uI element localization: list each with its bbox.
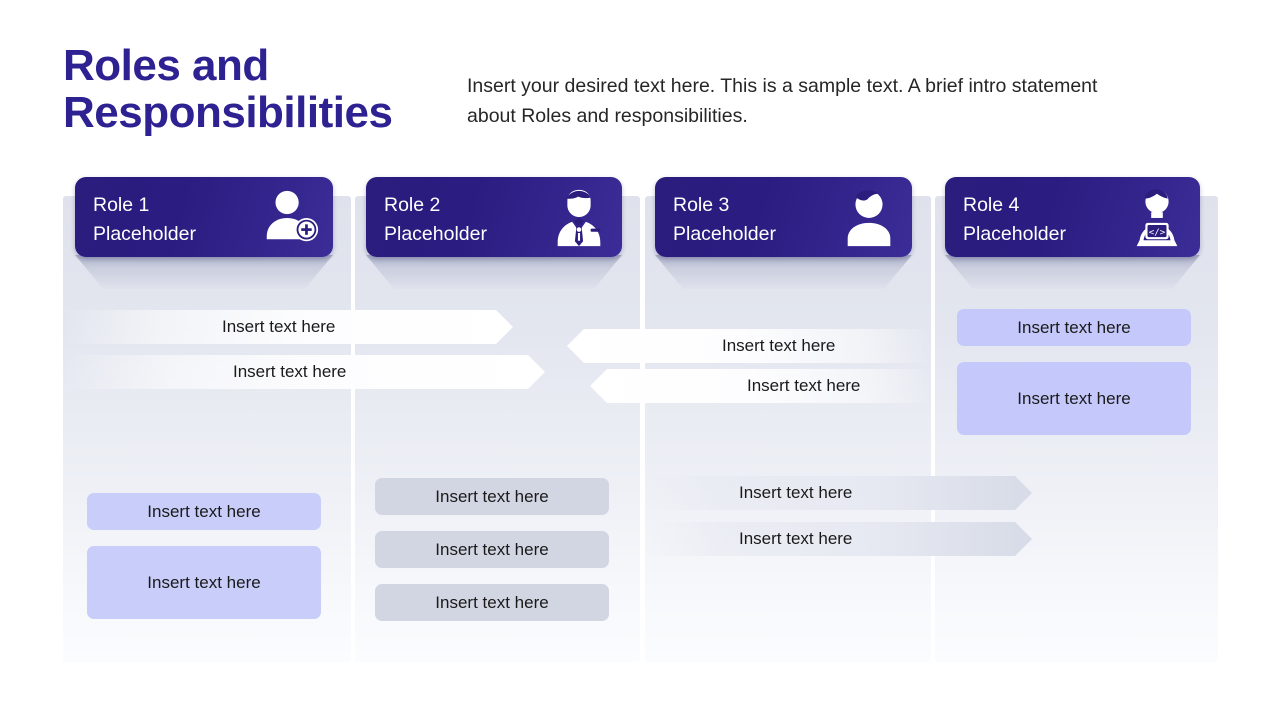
role-card-shadow-4 bbox=[945, 255, 1200, 289]
arrow-label: Insert text here bbox=[739, 483, 853, 502]
pill-item-role2-1[interactable]: Insert text here bbox=[375, 478, 609, 515]
role-header-label-1: Role 1 Placeholder bbox=[93, 194, 196, 245]
role-header-card-2[interactable]: Role 2 Placeholder bbox=[366, 177, 622, 257]
developer-laptop-code-icon: </> bbox=[1126, 186, 1188, 248]
pill-item-role1-3[interactable]: Insert text here bbox=[87, 493, 321, 530]
role-card-shadow-3 bbox=[655, 255, 912, 289]
arrow-item-role3-4[interactable]: Insert text here bbox=[645, 522, 1032, 556]
businessman-tie-icon bbox=[548, 186, 610, 248]
pill-item-role2-2[interactable]: Insert text here bbox=[375, 531, 609, 568]
pill-item-role4-1[interactable]: Insert text here bbox=[957, 309, 1191, 346]
arrow-label: Insert text here bbox=[222, 317, 336, 336]
role-header-label-4: Role 4 Placeholder bbox=[963, 194, 1066, 245]
pill-item-role4-2[interactable]: Insert text here bbox=[957, 362, 1191, 435]
arrow-item-role1-2[interactable]: Insert text here bbox=[63, 355, 545, 389]
arrow-item-role1-1[interactable]: Insert text here bbox=[63, 310, 513, 344]
arrow-label: Insert text here bbox=[722, 336, 836, 355]
role-header-card-1[interactable]: Role 1 Placeholder bbox=[75, 177, 333, 257]
pill-item-role2-3[interactable]: Insert text here bbox=[375, 584, 609, 621]
user-add-icon bbox=[259, 186, 321, 248]
role-header-card-3[interactable]: Role 3 Placeholder bbox=[655, 177, 912, 257]
role-card-shadow-1 bbox=[75, 255, 333, 289]
role-header-card-4[interactable]: Role 4 Placeholder </> bbox=[945, 177, 1200, 257]
person-silhouette-icon bbox=[838, 186, 900, 248]
role-header-label-2: Role 2 Placeholder bbox=[384, 194, 487, 245]
svg-text:</>: </> bbox=[1149, 228, 1166, 238]
page-title: Roles and Responsibilities bbox=[63, 41, 393, 138]
role-card-shadow-2 bbox=[366, 255, 622, 289]
arrow-label: Insert text here bbox=[747, 376, 861, 395]
arrow-item-role3-2[interactable]: Insert text here bbox=[590, 369, 931, 403]
arrow-label: Insert text here bbox=[739, 529, 853, 548]
arrow-label: Insert text here bbox=[233, 362, 347, 381]
arrow-item-role3-3[interactable]: Insert text here bbox=[645, 476, 1032, 510]
role-header-label-3: Role 3 Placeholder bbox=[673, 194, 776, 245]
intro-paragraph: Insert your desired text here. This is a… bbox=[467, 75, 1098, 127]
arrow-item-role3-1[interactable]: Insert text here bbox=[567, 329, 931, 363]
pill-item-role1-4[interactable]: Insert text here bbox=[87, 546, 321, 619]
